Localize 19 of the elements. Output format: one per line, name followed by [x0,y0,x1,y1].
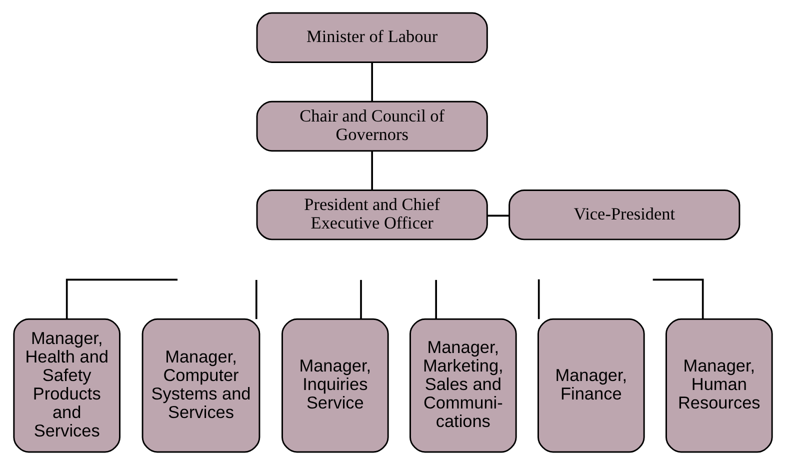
connector [370,150,372,190]
connector [254,280,257,320]
node-box: Manager, Finance [537,318,644,453]
connector [652,278,704,319]
connector [65,278,178,319]
node-box: Minister of Labour [256,12,488,63]
node-box: Manager, Computer Systems and Services [141,318,260,453]
node-box: Vice-President [508,189,740,240]
connector [360,280,362,320]
node-box: Manager, Human Resources [665,318,772,453]
connector [537,279,540,320]
connector [370,62,372,102]
node-box: Manager, Inquiries Service [281,318,388,453]
connector [486,214,509,217]
node-box: Manager, Marketing, Sales and Communi- cations [409,318,516,453]
node-box: President and Chief Executive Officer [256,189,488,240]
node-box: Chair and Council of Governors [256,100,488,152]
node-box: Manager, Health and Safety Products and Services [12,318,120,453]
connector [434,280,436,320]
